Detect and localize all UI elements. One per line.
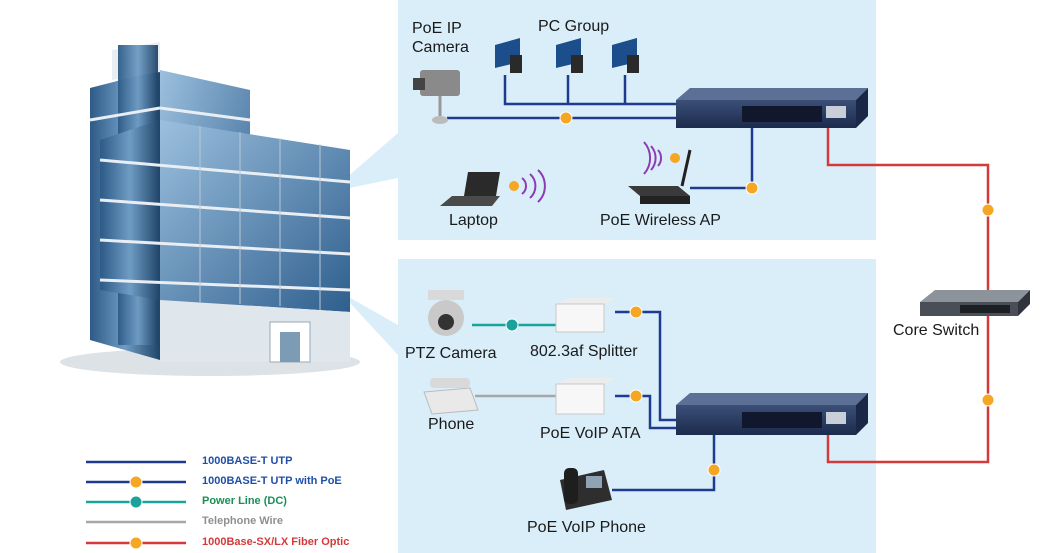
poe-switch-icon: [676, 393, 868, 435]
line-badges: [505, 111, 995, 477]
pc-icon: [495, 38, 522, 73]
laptop-icon: [440, 169, 546, 206]
label-poe-ip-camera-line1: PoE IP: [412, 20, 462, 37]
ip-camera-icon: [413, 70, 460, 124]
legend-label-utp-poe: 1000BASE-T UTP with PoE: [202, 475, 342, 487]
poe-switch-icon: [676, 88, 868, 128]
legend-label-utp: 1000BASE-T UTP: [202, 455, 293, 467]
core-switch-icon: [920, 290, 1030, 316]
legend-label-power-line: Power Line (DC): [202, 495, 287, 507]
label-poe-voip-phone: PoE VoIP Phone: [527, 519, 646, 536]
dc-badge: [505, 318, 519, 332]
pc-icon: [612, 38, 639, 73]
poe-badge: [559, 111, 573, 125]
legend-lines: [86, 460, 186, 550]
wireless-ap-icon: [628, 141, 692, 204]
legend-label-fiber: 1000Base-SX/LX Fiber Optic: [202, 536, 350, 548]
label-pc-group: PC Group: [538, 18, 610, 35]
phone-icon: [423, 378, 479, 415]
splitter-icon: [555, 298, 616, 333]
label-ptz-camera: PTZ Camera: [405, 345, 497, 362]
label-laptop: Laptop: [449, 212, 498, 229]
label-poe-wireless-ap: PoE Wireless AP: [600, 212, 721, 229]
poe-badge: [745, 181, 759, 195]
building-icon: [60, 42, 360, 376]
label-core-switch: Core Switch: [893, 322, 980, 339]
label-poe-voip-ata: PoE VoIP ATA: [540, 425, 641, 442]
pc-icon: [556, 38, 583, 73]
fiber-badge: [981, 203, 995, 217]
lower-callout: [340, 292, 398, 355]
label-splitter: 802.3af Splitter: [530, 343, 638, 360]
voip-phone-icon: [560, 468, 612, 510]
wireless-badge: [509, 181, 519, 191]
legend-label-telephone: Telephone Wire: [202, 515, 283, 527]
poe-badge: [629, 389, 643, 403]
wireless-badge: [670, 153, 680, 163]
ptz-camera-icon: [428, 290, 464, 336]
voip-ata-icon: [555, 378, 616, 415]
label-phone: Phone: [428, 416, 475, 433]
label-poe-ip-camera-line2: Camera: [412, 39, 469, 56]
poe-badge: [707, 463, 721, 477]
fiber-badge: [981, 393, 995, 407]
poe-badge: [629, 305, 643, 319]
